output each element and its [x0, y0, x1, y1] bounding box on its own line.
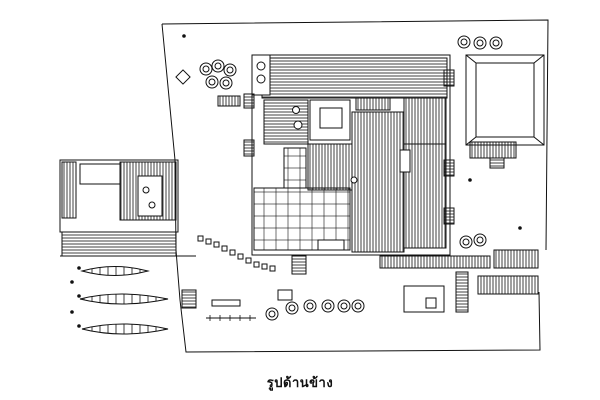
stepping-stones: [197, 235, 276, 272]
boat-2: [79, 293, 169, 305]
main-hall: [351, 111, 405, 253]
trees: [199, 35, 503, 321]
small-shed: [403, 285, 445, 313]
right-hall: [403, 143, 447, 249]
stair-block: [355, 97, 391, 111]
boat-1: [80, 266, 150, 276]
bathroom: [263, 99, 309, 145]
front-steps: [291, 255, 307, 275]
right-room: [403, 97, 447, 145]
boat-3: [81, 323, 169, 335]
main-roof: [261, 57, 448, 99]
right-outbuilding: [465, 54, 545, 146]
center-room: [307, 143, 353, 191]
drawing-caption: รูปด้านข้าง: [266, 376, 334, 391]
bottom-walkway: [379, 255, 491, 269]
